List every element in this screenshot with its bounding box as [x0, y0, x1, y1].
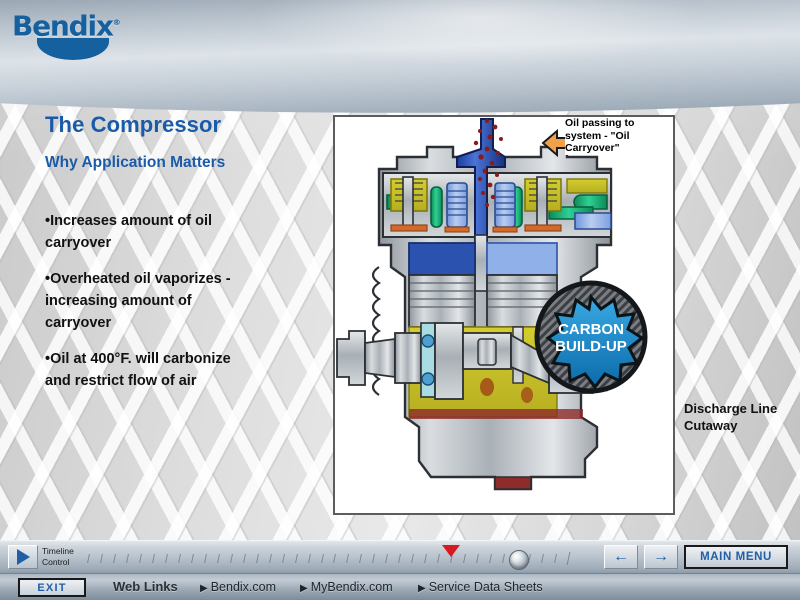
carbon-label-line1: CARBON	[558, 321, 624, 338]
timeline-tick	[385, 554, 389, 563]
bendix-logo-wordmark: Bendix®	[12, 8, 121, 43]
timeline-tick	[424, 554, 428, 563]
timeline-tick	[242, 554, 246, 563]
timeline-tick	[372, 554, 376, 563]
timeline-tick	[476, 554, 480, 563]
compressor-cutaway-illustration: CARBON BUILD-UP	[336, 118, 648, 491]
page-title: The Compressor	[45, 112, 222, 137]
timeline-tick	[307, 554, 311, 563]
page-subtitle: Why Application Matters	[45, 154, 226, 171]
back-button[interactable]: ←	[604, 545, 638, 569]
timeline-tick	[359, 554, 363, 563]
timeline-chapter-marker[interactable]	[442, 545, 460, 557]
header-edge-curve	[0, 0, 800, 118]
timeline-scrubber-knob[interactable]	[509, 550, 529, 570]
web-link-mybendix[interactable]: ▶MyBendix.com	[300, 580, 393, 594]
web-link-bendix[interactable]: ▶Bendix.com	[200, 580, 276, 594]
triangle-right-icon: ▶	[418, 583, 426, 594]
list-item: •Increases amount of oil carryover	[45, 213, 213, 251]
bullet-list: •Increases amount of oil carryover •Over…	[45, 210, 245, 406]
timeline-ticks	[84, 552, 578, 567]
timeline-tick	[346, 554, 350, 563]
list-item: •Overheated oil vaporizes - increasing a…	[45, 271, 231, 331]
oil-carryover-callout: Oil passing to system - "Oil Carryover"	[565, 117, 657, 155]
timeline-tick	[164, 554, 168, 563]
arrow-left-icon: ←	[613, 548, 629, 565]
timeline-tick	[112, 554, 116, 563]
web-links-title: Web Links	[113, 579, 178, 594]
timeline-tick	[294, 554, 298, 563]
bendix-logo-text: Bendix	[12, 9, 114, 43]
discharge-line-cutaway-label: Discharge Line Cutaway	[684, 401, 778, 433]
timeline-control-bar: Timeline Control ← → MAIN MENU	[0, 540, 800, 573]
timeline-tick	[190, 554, 194, 563]
timeline-tick	[566, 552, 571, 565]
carbon-label-line2: BUILD-UP	[555, 338, 627, 355]
timeline-tick	[437, 554, 441, 563]
timeline-tick	[411, 554, 415, 563]
timeline-tick	[125, 554, 129, 563]
play-icon	[16, 549, 30, 565]
timeline-tick	[554, 554, 557, 563]
oil-droplets	[473, 119, 503, 207]
timeline-label-line1: Timeline	[42, 546, 74, 556]
timeline-tick	[229, 554, 233, 563]
timeline-tick	[489, 554, 493, 563]
timeline-tick	[333, 554, 337, 563]
triangle-right-icon: ▶	[300, 583, 308, 594]
timeline-tick	[320, 554, 324, 563]
web-links-bar: EXIT Web Links ▶Bendix.com ▶MyBendix.com…	[0, 573, 800, 600]
bendix-logo-swoosh	[37, 38, 109, 60]
web-link-label: Bendix.com	[210, 580, 277, 594]
timeline-tick	[177, 554, 181, 563]
exit-button[interactable]: EXIT	[18, 578, 86, 597]
timeline-tick	[281, 554, 285, 563]
timeline-control-label: Timeline Control	[42, 546, 74, 568]
list-item: •Oil at 400°F. will carbonize and restri…	[45, 351, 231, 389]
play-button[interactable]	[8, 545, 38, 569]
bendix-logo[interactable]: Bendix®	[12, 8, 121, 62]
timeline-tick	[268, 554, 272, 563]
timeline-tick	[502, 554, 506, 563]
main-menu-button[interactable]: MAIN MENU	[684, 545, 788, 569]
timeline-tick	[541, 554, 545, 563]
arrow-right-icon: →	[653, 548, 669, 565]
timeline-tick	[203, 554, 207, 563]
timeline-tick	[87, 554, 90, 563]
compressor-diagram-panel: CARBON BUILD-UP	[333, 115, 675, 515]
web-link-label: MyBendix.com	[310, 580, 393, 594]
timeline-tick	[216, 554, 220, 563]
forward-button[interactable]: →	[644, 545, 678, 569]
timeline-tick	[463, 554, 467, 563]
timeline-tick	[138, 554, 142, 563]
timeline-tick	[255, 554, 259, 563]
timeline-tick	[398, 554, 402, 563]
web-link-label: Service Data Sheets	[428, 580, 543, 594]
timeline-tick	[100, 554, 103, 563]
timeline-label-line2: Control	[42, 557, 70, 567]
web-link-service-data-sheets[interactable]: ▶Service Data Sheets	[418, 580, 543, 594]
triangle-right-icon: ▶	[200, 583, 208, 594]
trademark-symbol: ®	[112, 18, 121, 27]
timeline-tick	[151, 554, 155, 563]
timeline-track[interactable]	[84, 545, 578, 570]
